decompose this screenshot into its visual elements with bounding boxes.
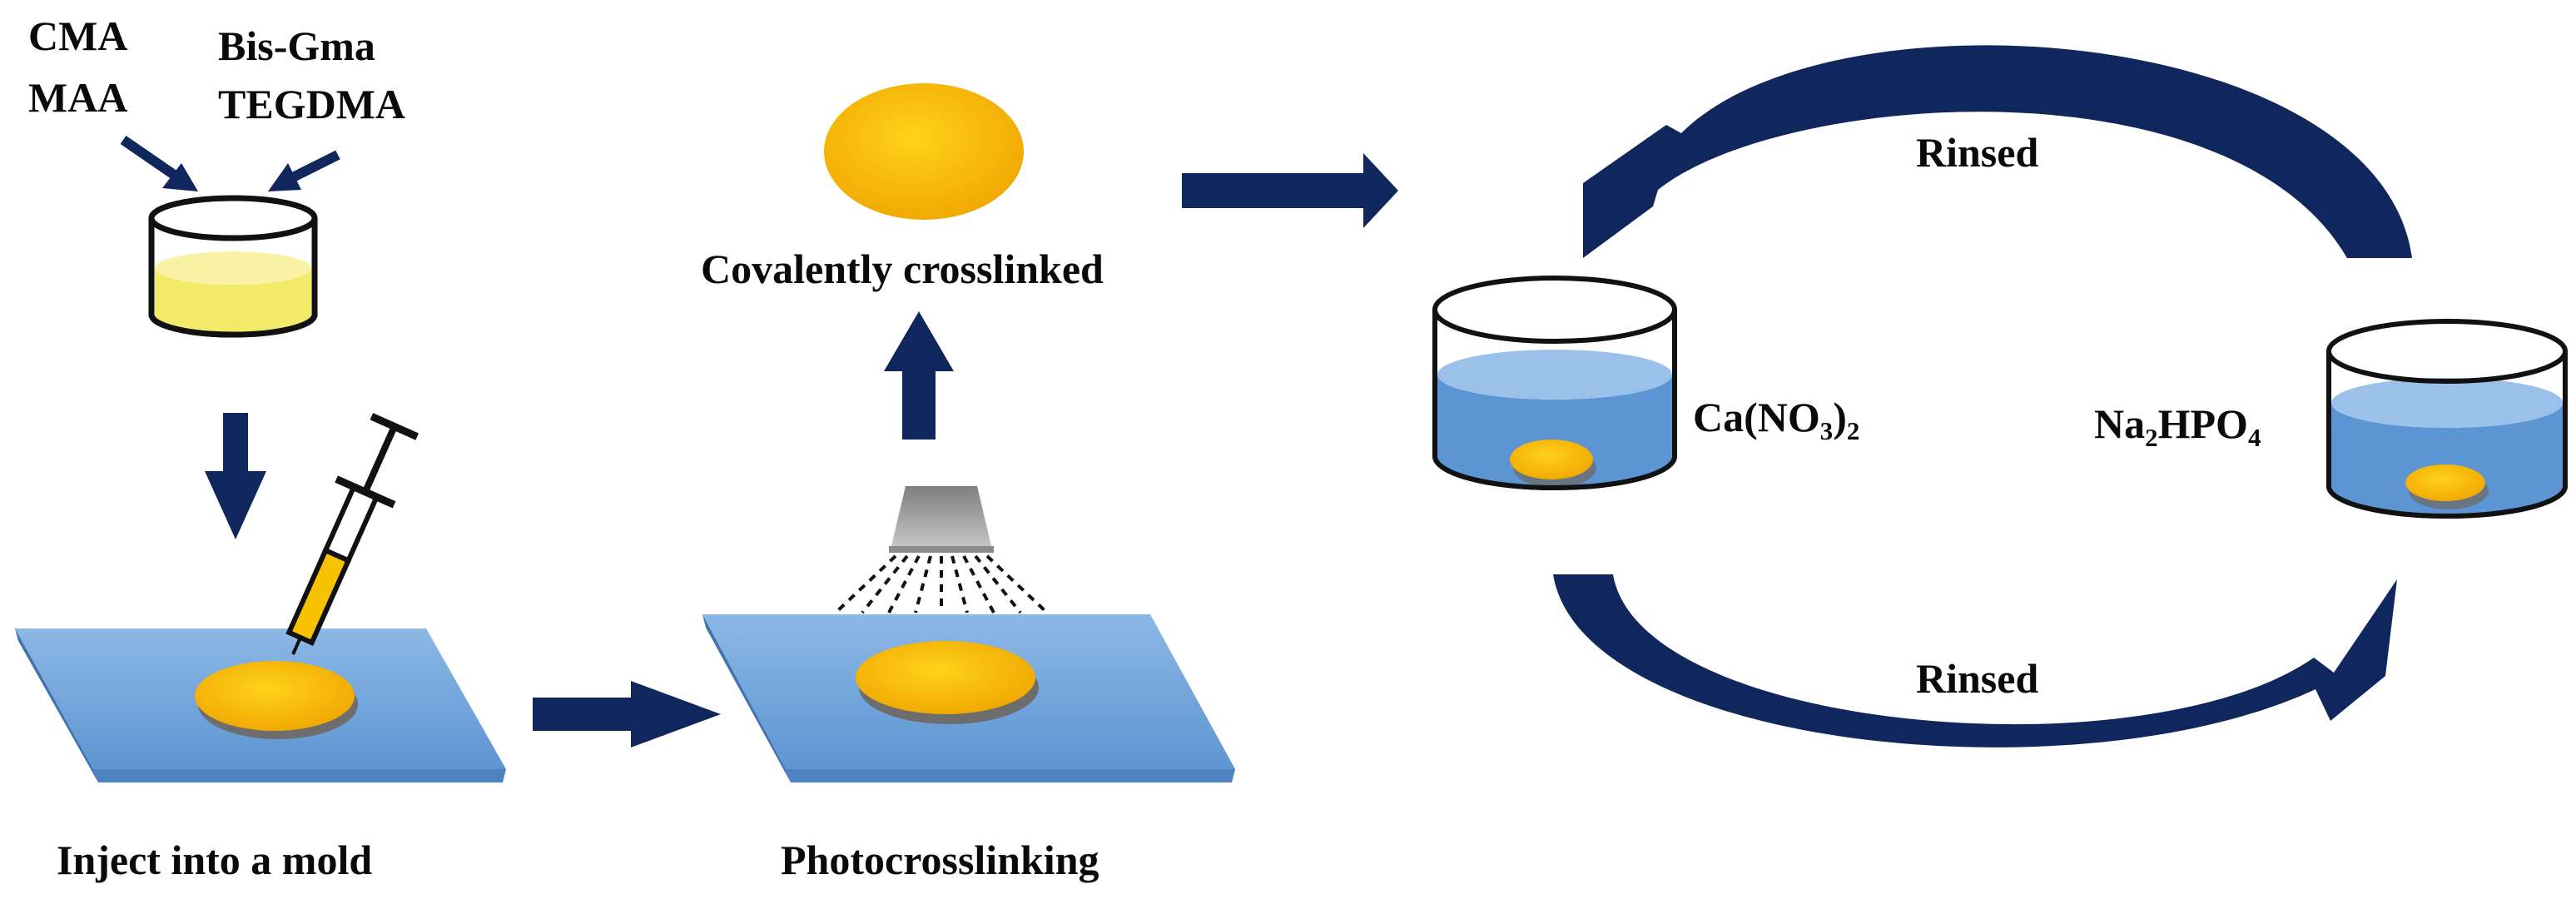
step-label-inject: Inject into a mold (57, 837, 373, 883)
input-arrow-right (268, 150, 340, 191)
uv-lamp-icon (889, 486, 994, 553)
down-arrow (205, 413, 266, 539)
crosslinked-hydrogel-disc (824, 83, 1024, 220)
crosslinked-disc-in-mold (856, 641, 1039, 724)
monomer-beaker (148, 195, 318, 338)
gel-disc-in-mold (195, 661, 358, 739)
rinsed-label-top: Rinsed (1916, 129, 2039, 176)
calcium-formula-mid: ) (1833, 394, 1847, 440)
calcium-formula-sub2: 2 (1846, 415, 1860, 445)
input-label-maa: MAA (28, 74, 128, 121)
calcium-formula-sub1: 3 (1819, 415, 1834, 445)
cycle-arrow-top (1583, 45, 2412, 258)
input-label-cma: CMA (28, 12, 128, 59)
sodium-phosphate-label: Na2HPO4 (2094, 400, 2261, 450)
up-arrow (884, 311, 954, 440)
input-arrow-left (120, 136, 198, 191)
phosphate-formula-sub2: 4 (2247, 422, 2261, 452)
rinsed-label-bottom: Rinsed (1916, 655, 2039, 702)
syringe-icon (285, 413, 419, 655)
right-arrow-to-photo (533, 681, 721, 748)
right-arrow-to-cycle (1182, 153, 1398, 228)
calcium-beaker (1432, 276, 1677, 490)
step-label-photocrosslinking: Photocrosslinking (781, 837, 1099, 883)
input-label-bisgma: Bis-Gma (218, 22, 375, 69)
phosphate-formula-base: Na (2094, 400, 2146, 447)
phosphate-formula-mid: HPO (2157, 400, 2248, 447)
calcium-formula-base: Ca(NO (1693, 394, 1820, 440)
step-label-covalently-crosslinked: Covalently crosslinked (701, 246, 1104, 292)
calcium-nitrate-label: Ca(NO3)2 (1693, 394, 1859, 444)
phosphate-formula-sub1: 2 (2145, 422, 2158, 452)
light-rays (834, 554, 1049, 614)
cycle-arrow-bottom (1553, 574, 2397, 748)
phosphate-beaker (2326, 319, 2568, 519)
input-label-tegdma: TEGDMA (218, 81, 405, 127)
